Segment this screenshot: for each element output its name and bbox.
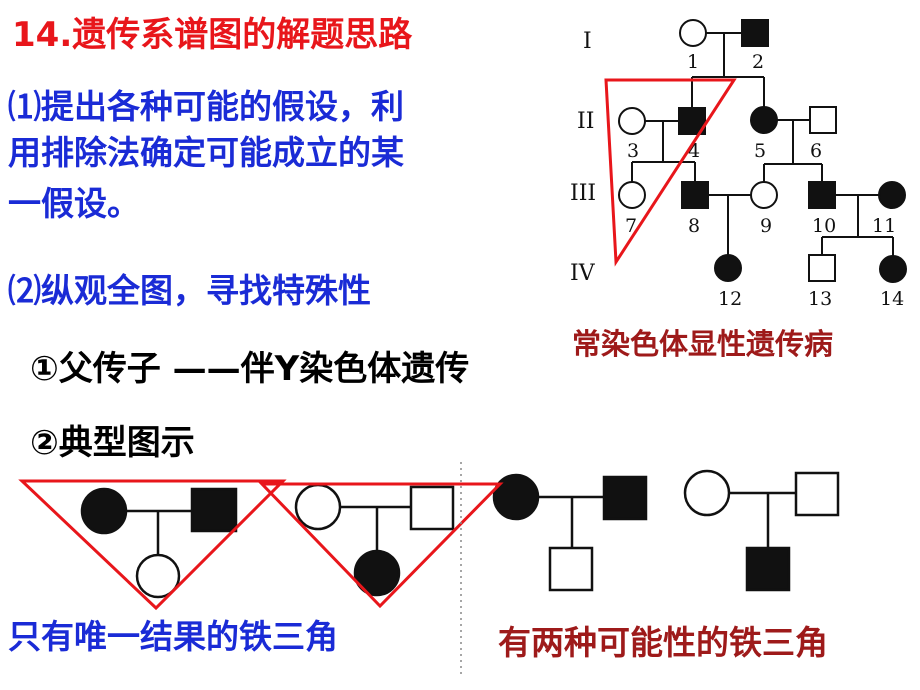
d4-mother-unaffected xyxy=(683,469,731,517)
gen-label-2: II xyxy=(577,109,594,134)
individual-8 xyxy=(681,181,709,209)
d1-mother-affected xyxy=(80,487,128,535)
individual-10 xyxy=(808,181,836,209)
id-label-3: 3 xyxy=(627,140,639,162)
individual-9 xyxy=(750,181,778,209)
individual-11 xyxy=(878,181,906,209)
pedigree-caption: 常染色体显性遗传病 xyxy=(572,327,834,361)
individual-14 xyxy=(879,255,907,283)
gen-label-4: IV xyxy=(570,261,596,286)
id-label-6: 6 xyxy=(810,140,822,162)
id-label-10: 10 xyxy=(812,215,836,237)
d3-father-affected xyxy=(602,475,648,521)
d1-daughter-unaffected xyxy=(135,553,181,599)
item1-ylinked: ①父传子 ——伴Y染色体遗传 xyxy=(30,349,470,389)
item2-typical: ②典型图示 xyxy=(30,423,195,463)
typical-diagrams xyxy=(80,469,840,599)
point2: ⑵纵观全图，寻找特殊性 xyxy=(8,271,371,310)
label-two-possibility-triangle: 有两种可能性的铁三角 xyxy=(498,623,828,662)
individual-6 xyxy=(809,106,837,134)
d2-father-unaffected xyxy=(409,485,455,531)
id-label-12: 12 xyxy=(718,288,742,310)
individual-12 xyxy=(714,254,742,282)
point1-line1: ⑴提出各种可能的假设，利 xyxy=(8,87,404,126)
individual-13 xyxy=(808,254,836,282)
individual-1 xyxy=(679,19,707,47)
id-label-1: 1 xyxy=(687,51,699,73)
slide-title: 14.遗传系谱图的解题思路 xyxy=(12,15,413,55)
point1-line3: 一假设。 xyxy=(8,184,140,223)
unique-triangle-2 xyxy=(258,482,504,609)
unique-triangle-1 xyxy=(18,479,287,611)
d3-mother-affected xyxy=(492,473,540,521)
point1-line2: 用排除法确定可能成立的某 xyxy=(8,133,404,172)
d2-daughter-affected xyxy=(353,549,401,597)
id-label-8: 8 xyxy=(688,215,700,237)
gen-label-1: I xyxy=(583,29,592,54)
id-label-2: 2 xyxy=(752,51,764,73)
individual-7 xyxy=(618,181,646,209)
d1-father-affected xyxy=(190,487,238,533)
id-label-13: 13 xyxy=(808,288,832,310)
label-unique-triangle: 只有唯一结果的铁三角 xyxy=(8,617,338,656)
id-label-9: 9 xyxy=(760,215,772,237)
id-label-11: 11 xyxy=(872,215,896,237)
d4-father-unaffected xyxy=(794,471,840,517)
id-label-5: 5 xyxy=(754,140,766,162)
d3-son-unaffected xyxy=(548,546,594,592)
gen-label-3: III xyxy=(570,181,596,206)
pedigree-highlight-triangle xyxy=(604,78,737,267)
d4-son-affected xyxy=(745,546,791,592)
individual-5 xyxy=(750,106,778,134)
id-label-14: 14 xyxy=(880,288,904,310)
individual-3 xyxy=(618,107,646,135)
d2-mother-unaffected xyxy=(294,483,342,531)
pedigree-chart: I II III IV xyxy=(570,19,907,310)
individual-2 xyxy=(741,19,769,47)
